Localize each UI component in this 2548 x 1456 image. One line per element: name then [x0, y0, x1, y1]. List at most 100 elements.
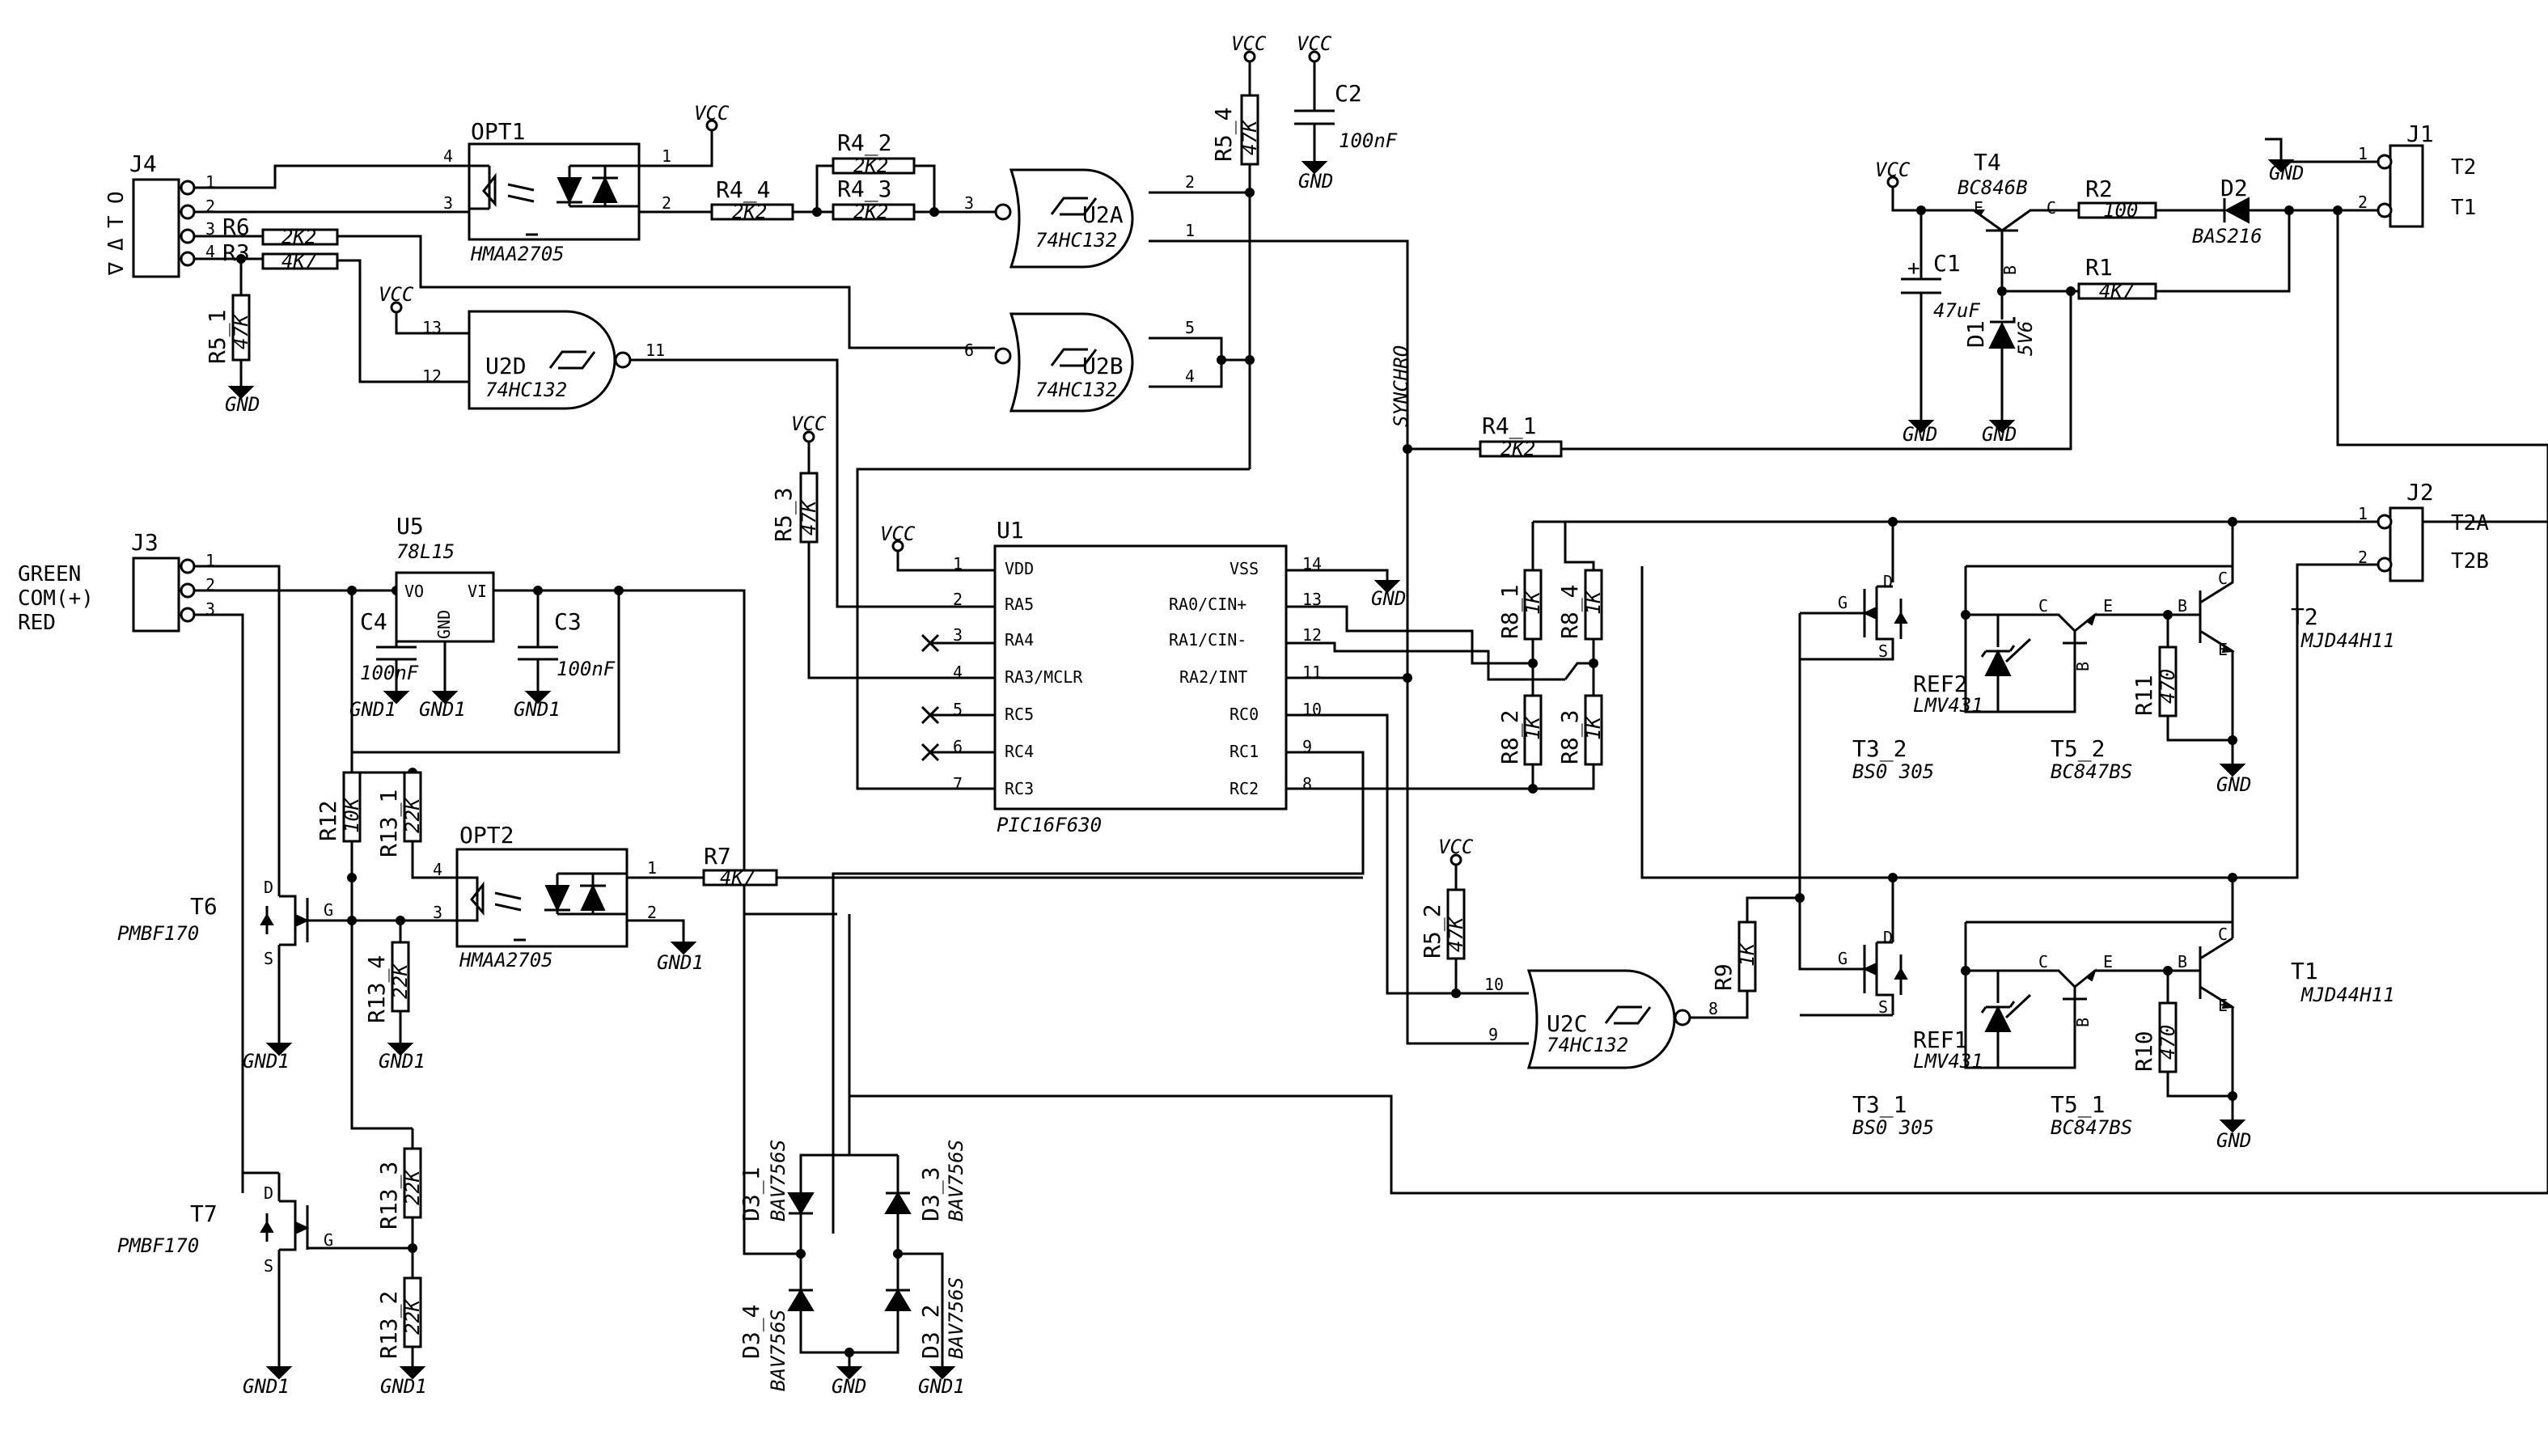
r4-2-ref: R4_2 — [837, 129, 891, 157]
opt2-value: HMAA2705 — [459, 949, 553, 971]
junction — [347, 873, 357, 882]
r5-4-value: 47K — [1238, 119, 1261, 155]
pin-g-label: G — [324, 1230, 333, 1250]
vcc-terminal — [802, 430, 815, 443]
u2a-pin-2: 2 — [1185, 172, 1195, 192]
transistor-t2: B C E T2 MJD44H11 — [2168, 522, 2395, 764]
u2b-pin-4: 4 — [1185, 366, 1195, 386]
pin-g-label: G — [324, 900, 333, 920]
t3-1-ref: T3_1 — [1852, 1091, 1907, 1119]
junction — [844, 1348, 854, 1357]
wire — [1149, 239, 1409, 437]
u1-pin-ra5: RA5 — [1005, 595, 1034, 614]
t4-value: BC846B — [1958, 176, 2028, 199]
net-vcc-label: VCC — [880, 523, 916, 545]
net-synchro-label: SYNCHRO — [1390, 345, 1412, 427]
resistor-r6: R6 2K2 — [222, 214, 339, 248]
wire — [352, 590, 620, 754]
r5-1-value: 47K — [230, 313, 252, 349]
wire — [2166, 971, 2233, 1098]
transistor-t5-1: C E B T5_1 BC847BS — [1998, 952, 2168, 1139]
nand-gate-u2b: U2B 74HC132 5 4 6 — [964, 312, 1195, 413]
r7-ref: R7 — [704, 843, 731, 870]
t2-ref: T2 — [2291, 603, 2318, 630]
wire — [337, 235, 995, 349]
microcontroller-u1: U1 PIC16F630 VDD 1 RA5 2 RA4 3 RA3/MCLR … — [953, 517, 1322, 836]
r1-ref: R1 — [2085, 254, 2113, 281]
wire — [627, 919, 685, 942]
t7-value: PMBF170 — [117, 1234, 199, 1257]
light-arrow — [507, 183, 535, 192]
transistor-t4: T4 BC846B E C B — [1921, 149, 2079, 291]
j3-signal-green: GREEN — [18, 562, 81, 586]
u1-pin-num: 3 — [953, 625, 963, 645]
shunt-ref1: REF1 LMV431 — [1913, 971, 2032, 1073]
wire — [395, 311, 469, 335]
t3-1-value: BS0 305 — [1852, 1116, 1934, 1139]
d3-2-value: BAV756S — [945, 1277, 967, 1359]
u2b-value: 74HC132 — [1035, 379, 1117, 401]
vcc-terminal — [390, 301, 403, 314]
d3-1-value: BAV756S — [767, 1140, 789, 1221]
gnd-symbol — [387, 1043, 414, 1056]
u5-ref: U5 — [396, 513, 424, 540]
r6-value: 2K2 — [281, 226, 316, 248]
nand-gate-u2a: U2A 74HC132 2 1 3 — [964, 168, 1195, 269]
u1-pin-ra2: RA2/INT — [1179, 667, 1247, 687]
u1-pin-rc1: RC1 — [1230, 742, 1259, 761]
schmitt-mark — [1604, 1005, 1652, 1025]
gnd-symbol — [2219, 764, 2246, 777]
resistor-r4-4: R4_4 2K2 — [710, 176, 794, 223]
diode-d3-1: D3_1 BAV756S — [738, 1140, 815, 1221]
junction — [1245, 188, 1255, 197]
wire — [2336, 210, 2548, 447]
t2-value: MJD44H11 — [2300, 629, 2395, 652]
pin-g-label: G — [1838, 593, 1848, 612]
r9-ref: R9 — [1710, 963, 1737, 991]
r8-4-value: 1K — [1582, 590, 1605, 615]
nc-pin — [921, 633, 995, 653]
pin-d-label: D — [264, 1183, 273, 1203]
net-gnd-label: GND — [1982, 423, 2017, 446]
r10-ref: R10 — [2131, 1031, 2157, 1072]
net-gnd1-label: GND1 — [380, 1375, 427, 1398]
u2a-ref: U2A — [1082, 201, 1124, 228]
u2d-pin-11: 11 — [645, 341, 665, 360]
j3-signal-red: RED — [18, 611, 56, 635]
vcc-terminal — [1243, 50, 1256, 63]
gnd-symbol — [399, 1366, 426, 1380]
u1-pin-num: 8 — [1302, 774, 1312, 794]
svg-text:+: + — [1907, 256, 1920, 281]
diode-d3-2: D3_2 BAV756S — [884, 1277, 967, 1359]
resistor-r8-4: R8_4 1K — [1556, 569, 1605, 641]
gnd-symbol — [929, 1366, 956, 1380]
u1-pin-rc0: RC0 — [1230, 705, 1259, 724]
u2b-ref: U2B — [1082, 353, 1124, 379]
net-gnd-label: GND — [2216, 773, 2251, 796]
u2c-pin-9: 9 — [1488, 1025, 1498, 1044]
u1-pin-num: 2 — [953, 590, 963, 609]
pin-s-label: S — [1878, 641, 1888, 661]
r13-3-value: 22K — [401, 1169, 424, 1205]
d3-4-ref: D3_4 — [738, 1305, 765, 1359]
gnd-symbol — [670, 942, 697, 955]
wire — [2265, 138, 2378, 163]
opt2-pin-1: 1 — [647, 858, 657, 878]
u1-pin-num: 4 — [953, 662, 963, 682]
u2d-ref: U2D — [485, 353, 527, 379]
gnd-symbol — [227, 386, 255, 400]
j2-ref: J2 — [2406, 479, 2434, 506]
u1-pin-rc2: RC2 — [1230, 779, 1259, 798]
u2b-pin-6: 6 — [964, 341, 974, 360]
opt1-pin-3: 3 — [443, 193, 453, 213]
j4-pin-3: 3 — [205, 219, 215, 239]
net-vcc-label: VCC — [1231, 32, 1267, 55]
ref2-ref: REF2 — [1913, 671, 1967, 697]
r7-value: 4K7 — [720, 866, 756, 889]
u2d-pin-12: 12 — [422, 366, 442, 386]
r8-4-ref: R8_4 — [1556, 585, 1584, 639]
junction — [1217, 355, 1226, 365]
pin-b-label: B — [2000, 265, 2020, 275]
capacitor-c3: C3 100nF GND1 — [514, 586, 616, 721]
